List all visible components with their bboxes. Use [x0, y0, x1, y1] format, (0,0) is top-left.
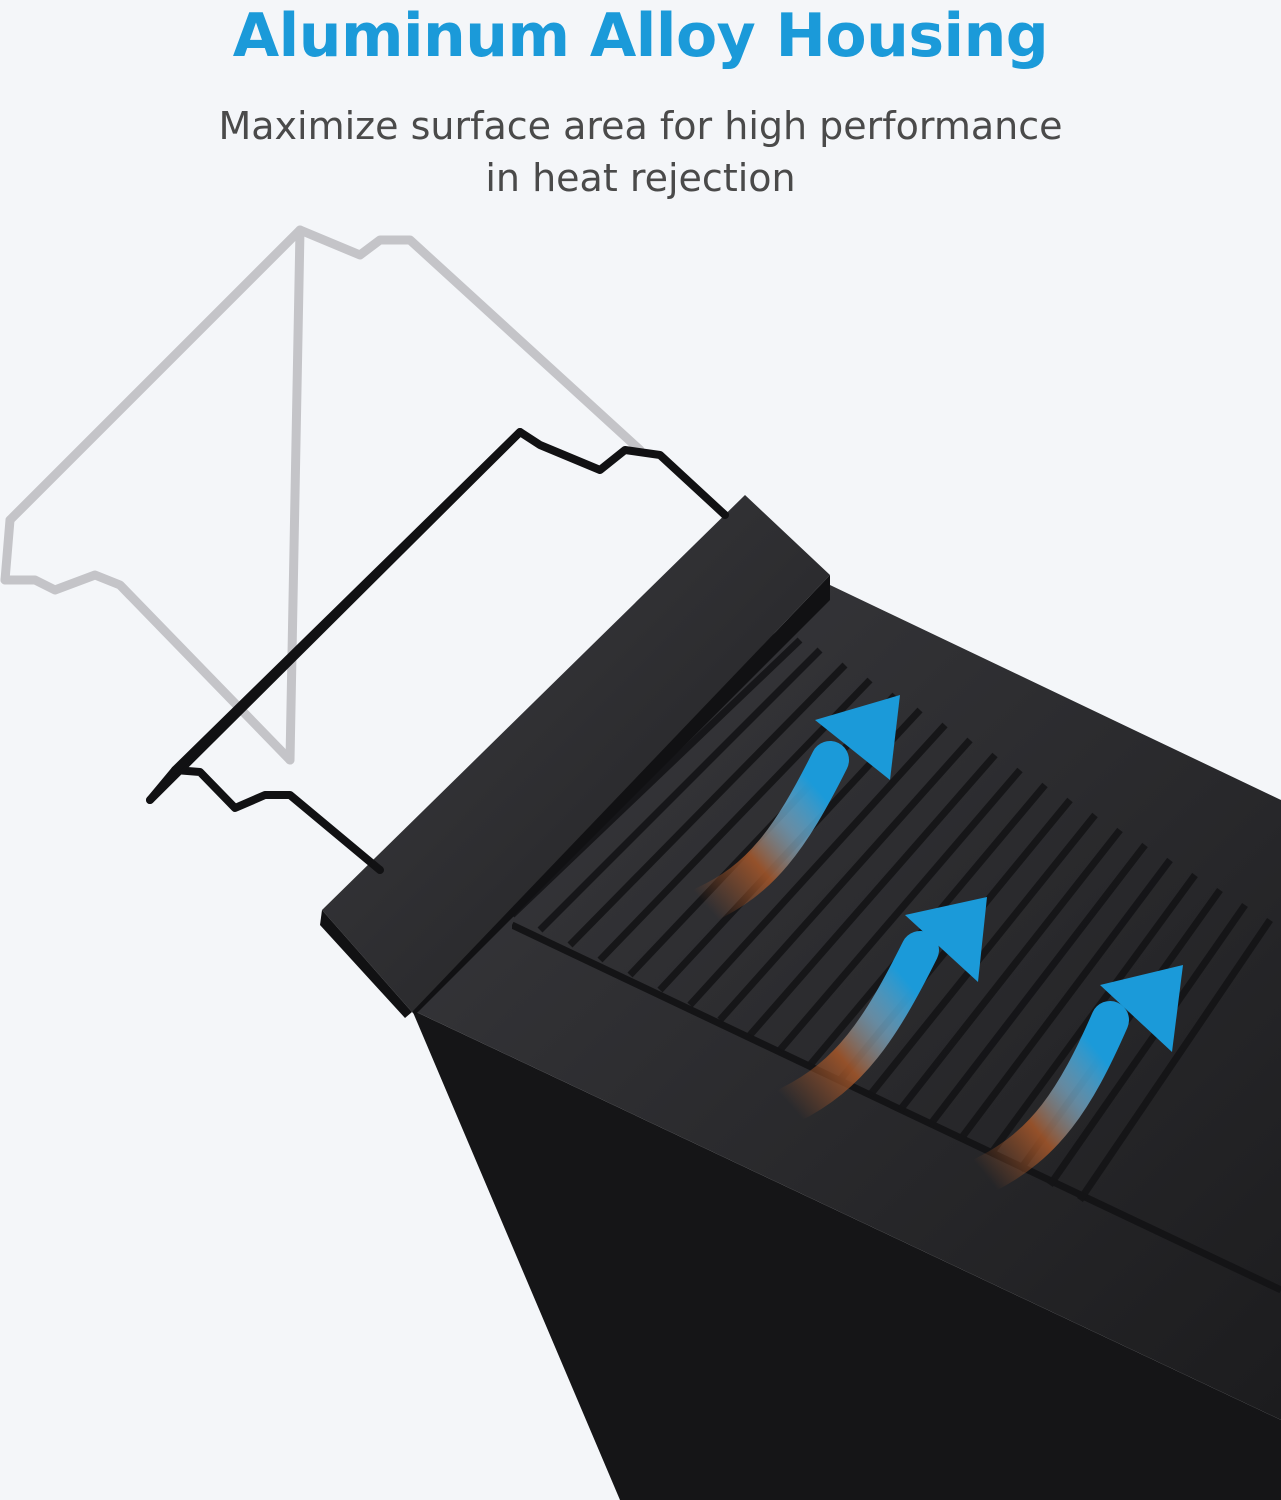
- bracket-front: [146, 428, 729, 874]
- headline: Aluminum Alloy Housing: [232, 1, 1049, 71]
- end-cap: [320, 495, 830, 1018]
- subheadline-line-2: in heat rejection: [485, 156, 796, 200]
- bracket-ghost: [0, 225, 645, 765]
- airflow-arrow-icon: [686, 695, 900, 924]
- subheadline-line-1: Maximize surface area for high performan…: [218, 104, 1063, 148]
- airflow-arrow-icon: [771, 897, 987, 1124]
- subheadline: Maximize surface area for high performan…: [0, 100, 1281, 204]
- airflow-arrow-icon: [966, 965, 1183, 1194]
